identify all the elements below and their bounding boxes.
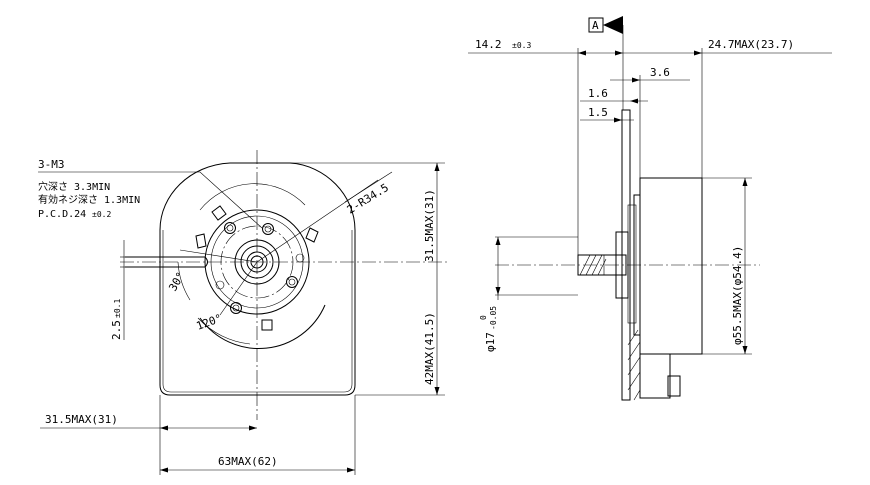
- angle-ray-2: [219, 261, 258, 316]
- arrow-down-1: [434, 387, 440, 395]
- arrow-right-total: [347, 467, 355, 473]
- angle-arc-120: [197, 317, 251, 345]
- radius-arc-upper: [199, 183, 306, 211]
- boss-outer: [234, 239, 280, 285]
- angle-arc-30: [177, 261, 191, 301]
- screw-note-line1: 3-M3: [38, 158, 65, 171]
- connector-tab: [667, 375, 681, 397]
- dim-left-width-label: 31.5MAX(31): [45, 413, 118, 426]
- radius-label: 2-R34.5: [345, 181, 391, 217]
- arrow-body-bottom: [742, 346, 748, 354]
- screw-hole-right-inner: [288, 278, 296, 286]
- angle-120-label: 120°: [195, 312, 224, 333]
- connector-hatch: [627, 329, 641, 401]
- dim-total-height-label: 42MAX(41.5): [423, 312, 436, 385]
- front-view: 3-M3 穴深さ 3.3MIN 有効ネジ深さ 1.3MIN P.C.D.24 ±…: [38, 150, 450, 475]
- arrow-1-5: [614, 117, 622, 123]
- dim-rear-label: 24.7MAX(23.7): [708, 38, 794, 51]
- arrow-24-7: [694, 50, 702, 56]
- arrow-right-width: [249, 425, 257, 431]
- mount-ring-outer: [204, 209, 310, 315]
- ring-tab-bottom: [261, 319, 273, 331]
- radius-label-underline: [344, 171, 393, 203]
- dim-front-tol-label: ±0.3: [512, 41, 531, 50]
- dim-1-6-label: 1.6: [588, 87, 608, 100]
- arrow-boss-top: [495, 237, 501, 245]
- dim-boss-dia-upper-tol: 0: [479, 315, 488, 320]
- dim-boss-dia-label: φ17: [484, 332, 497, 352]
- flange-plate: [621, 109, 631, 401]
- housing-inner-outline: [162, 230, 353, 393]
- arrow-up-1: [434, 163, 440, 171]
- arrow-1-6: [630, 98, 638, 104]
- arrow-left-width: [160, 425, 168, 431]
- side-view: A 14.2 ±0.3 24.7MAX(23.7) 3.6 1.6 1.5 φ5…: [468, 16, 832, 401]
- screw-hole-top: [262, 223, 274, 235]
- screw-hole-bottom: [230, 302, 242, 314]
- angle-ray-1: [179, 249, 258, 263]
- arrow-body-top: [742, 178, 748, 186]
- screw-hole-top-inner: [264, 225, 272, 233]
- screw-note-line4-tol: ±0.2: [92, 210, 111, 219]
- radius-arc-lower: [199, 304, 326, 350]
- screw-hole-bottom-inner: [232, 304, 240, 312]
- dim-front-label: 14.2: [475, 38, 502, 51]
- screw-note-line2: 穴深さ 3.3MIN: [38, 180, 110, 193]
- screw-note-line3: 有効ネジ深さ 1.3MIN: [38, 193, 140, 206]
- datum-label: A: [592, 19, 599, 32]
- motor-body: [639, 177, 703, 355]
- screw-hole-small-right: [295, 253, 305, 263]
- arrow-3-6: [632, 77, 640, 83]
- dim-body-dia-label: φ55.5MAX(φ54.4): [731, 246, 744, 345]
- dim-1-5-label: 1.5: [588, 106, 608, 119]
- shaft-thread-hatch: [579, 254, 607, 276]
- shaft-outer: [246, 251, 268, 273]
- screw-note-leader: [38, 171, 263, 229]
- screw-hole-left: [224, 222, 236, 234]
- pcd-circle: [220, 225, 294, 299]
- dim-total-width-label: 63MAX(62): [218, 455, 278, 468]
- arrow-boss-bottom: [495, 287, 501, 295]
- housing-outline: [159, 162, 356, 396]
- arrow-14-2: [578, 50, 586, 56]
- arrow-14-2-end: [615, 50, 623, 56]
- ring-tab-right: [305, 227, 319, 243]
- shaft-inner: [250, 255, 264, 269]
- ring-tab-top: [211, 205, 227, 221]
- dim-boss-dia-lower-tol: -0.05: [489, 306, 498, 330]
- connector: [639, 353, 671, 399]
- offset-tol-label: ±0.1: [113, 299, 122, 318]
- datum-triangle: [603, 16, 623, 34]
- dim-upper-height-label: 31.5MAX(31): [423, 189, 436, 262]
- flange-plate-inner: [627, 204, 637, 324]
- screw-note-line4: P.C.D.24: [38, 209, 86, 220]
- lead-wire: [125, 256, 208, 268]
- motor-body-step: [633, 194, 641, 336]
- boss-middle: [240, 245, 274, 279]
- screw-hole-small-left: [215, 280, 225, 290]
- dim-3-6-label: 3.6: [650, 66, 670, 79]
- screw-hole-right: [286, 276, 298, 288]
- ring-tab-left: [195, 233, 207, 249]
- offset-label: 2.5: [110, 320, 123, 340]
- screw-hole-left-inner: [226, 224, 234, 232]
- mount-ring-inner: [210, 215, 304, 309]
- arrow-left-total: [160, 467, 168, 473]
